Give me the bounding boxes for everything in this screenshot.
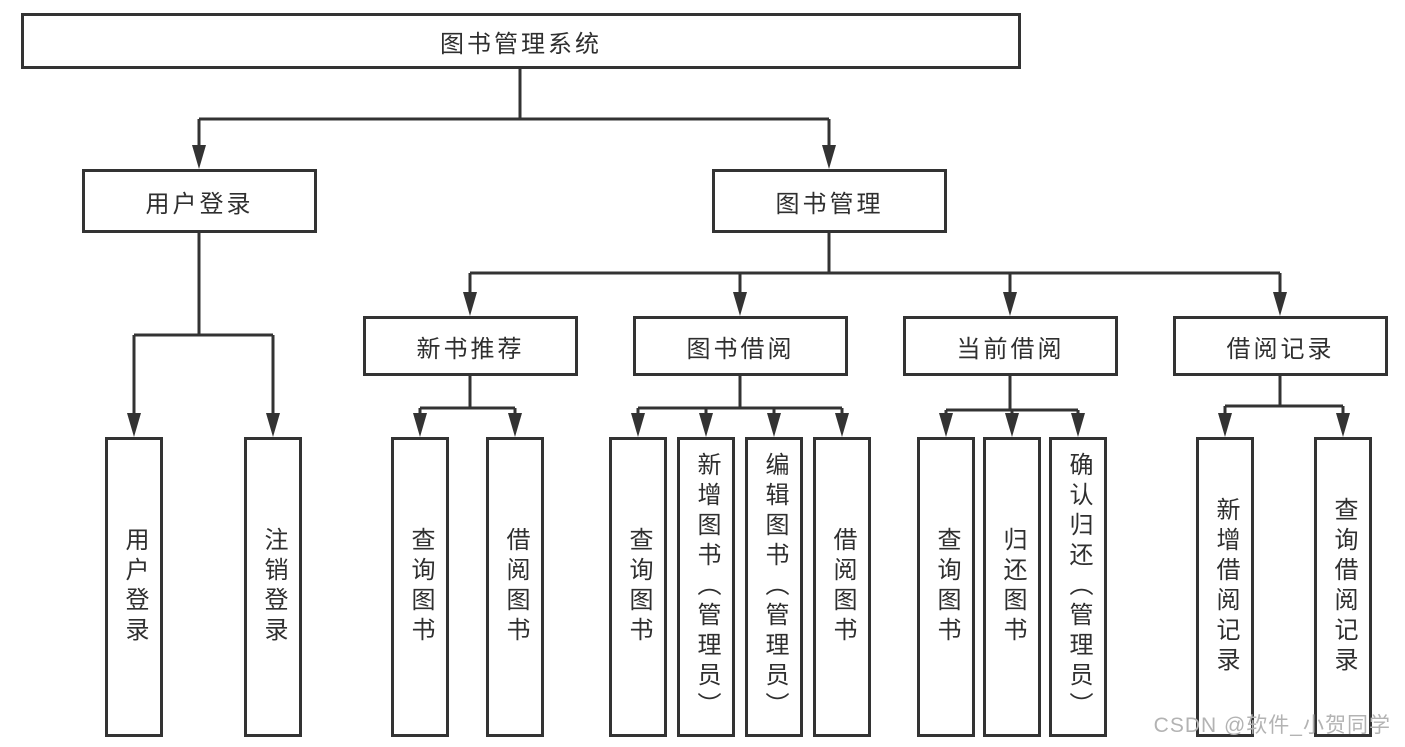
node-label: 借阅记录 — [1226, 335, 1335, 363]
leaf-borrow-books: 借阅图书 — [813, 437, 871, 737]
node-label: 用户登录 — [145, 190, 254, 218]
node-label: 当前借阅 — [956, 335, 1065, 363]
leaf-label: 归还图书 — [999, 527, 1026, 647]
watermark: CSDN @软件_小贺同学 — [1153, 714, 1391, 737]
leaf-label: 借阅图书 — [502, 527, 529, 647]
node-label: 新书推荐 — [416, 335, 525, 363]
leaf-add-borrow-record: 新增借阅记录 — [1196, 437, 1254, 737]
leaf-label: 新增图书（管理员） — [693, 452, 720, 722]
leaf-confirm-return-admin: 确认归还（管理员） — [1049, 437, 1107, 737]
node-current-borrowing: 当前借阅 — [903, 316, 1118, 376]
leaf-label: 查询图书 — [625, 527, 652, 647]
arrowheads — [127, 145, 1350, 437]
leaf-label: 确认归还（管理员） — [1065, 452, 1092, 722]
leaf-label: 用户登录 — [121, 527, 148, 647]
node-new-book-recommendation: 新书推荐 — [363, 316, 578, 376]
leaf-return-books: 归还图书 — [983, 437, 1041, 737]
node-label: 图书借阅 — [686, 335, 795, 363]
node-user-login: 用户登录 — [82, 169, 317, 233]
leaf-user-login: 用户登录 — [105, 437, 163, 737]
node-label: 图书管理系统 — [440, 30, 602, 58]
leaf-edit-books-admin: 编辑图书（管理员） — [745, 437, 803, 737]
node-label: 图书管理 — [775, 190, 884, 218]
leaf-label: 编辑图书（管理员） — [761, 452, 788, 722]
leaf-label: 借阅图书 — [829, 527, 856, 647]
leaf-query-borrow-record: 查询借阅记录 — [1314, 437, 1372, 737]
leaf-label: 注销登录 — [260, 527, 287, 647]
node-borrowing-records: 借阅记录 — [1173, 316, 1388, 376]
node-library-management-system: 图书管理系统 — [21, 13, 1021, 69]
node-book-management: 图书管理 — [712, 169, 947, 233]
leaf-label: 查询图书 — [407, 527, 434, 647]
leaf-query-books: 查询图书 — [609, 437, 667, 737]
leaf-label: 新增借阅记录 — [1212, 497, 1239, 677]
leaf-label: 查询图书 — [933, 527, 960, 647]
leaf-add-books-admin: 新增图书（管理员） — [677, 437, 735, 737]
leaf-logout: 注销登录 — [244, 437, 302, 737]
leaf-label: 查询借阅记录 — [1330, 497, 1357, 677]
leaf-borrow-books: 借阅图书 — [486, 437, 544, 737]
node-book-borrowing: 图书借阅 — [633, 316, 848, 376]
leaf-query-books: 查询图书 — [391, 437, 449, 737]
leaf-query-books: 查询图书 — [917, 437, 975, 737]
